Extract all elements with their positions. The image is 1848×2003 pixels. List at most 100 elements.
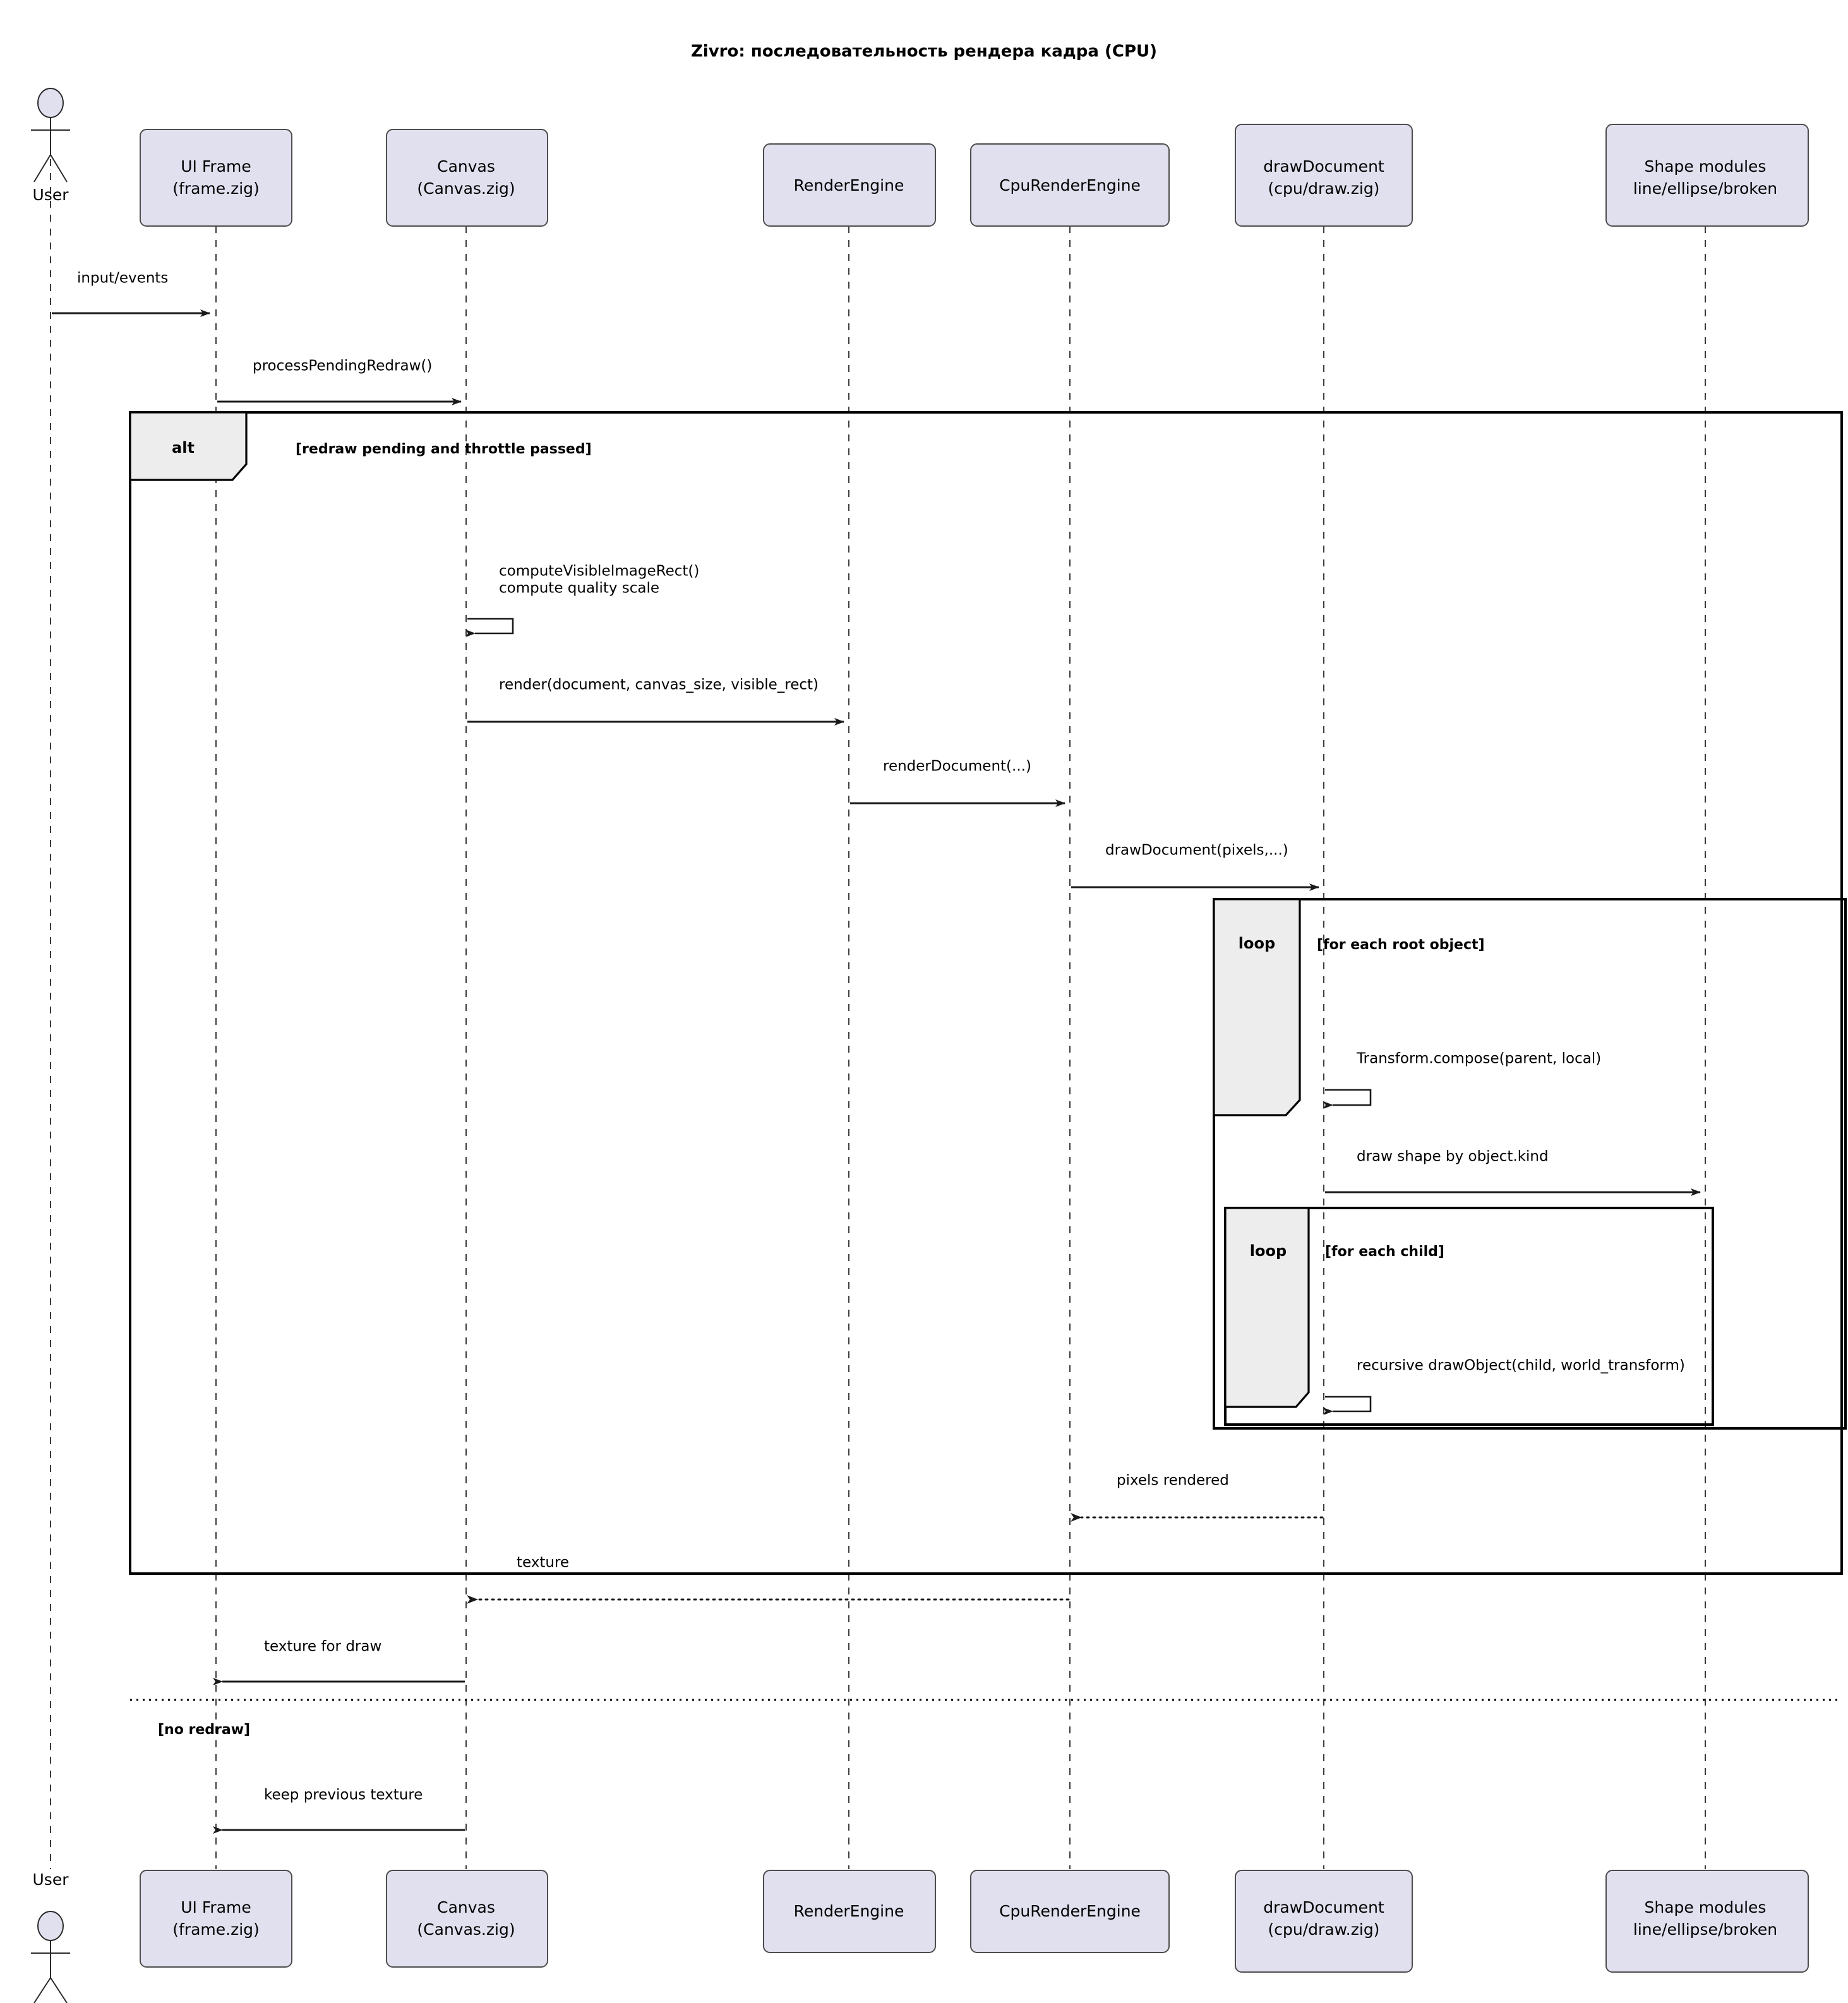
message-texture[interactable]: texture [467,1555,1070,1604]
fragment-loop-root-guard: [for each root object] [1317,937,1485,953]
participant-box-canvas-bottom[interactable] [386,1870,548,1968]
participant-box-frame-bottom[interactable] [140,1870,292,1968]
participant-drawdoc-bottom-line1: drawDocument [1263,1898,1384,1916]
fragment-loop-root[interactable]: loop [for each root object] [1213,898,1847,1430]
participant-shapes-top[interactable]: Shape modules line/ellipse/broken [1605,124,1809,227]
message-label-compute-quality-scale: compute quality scale [499,580,659,597]
participant-canvas-bottom-line2: (Canvas.zig) [417,1920,515,1939]
participant-cpu-top[interactable]: CpuRenderEngine [970,143,1170,227]
participant-render-top[interactable]: RenderEngine [763,143,936,227]
fragment-alt-outline [129,411,1843,1575]
participant-shapes-line1: Shape modules [1645,157,1767,176]
participant-canvas-top[interactable]: Canvas (Canvas.zig) [386,129,548,227]
participant-frame-line2: (frame.zig) [172,179,260,198]
participant-render-line1: RenderEngine [794,176,904,194]
participant-shapes-bottom-line1: Shape modules [1645,1898,1767,1916]
participant-render-bottom[interactable]: RenderEngine [763,1870,936,1953]
message-label-texture-for-draw: texture for draw [264,1639,381,1655]
participant-box-frame[interactable] [140,129,292,227]
participant-box-canvas[interactable] [386,129,548,227]
participant-box-shapes-bottom[interactable] [1605,1870,1809,1973]
message-label-keep-previous-texture: keep previous texture [264,1787,423,1803]
participant-cpu-line1: CpuRenderEngine [999,176,1141,194]
message-recursive-draw-object[interactable]: recursive drawObject(child, world_transf… [1323,1358,1685,1415]
message-label-compute-visible-image-rect: computeVisibleImageRect() [499,563,699,580]
fragment-alt[interactable]: alt [redraw pending and throttle passed]… [129,411,1843,1738]
participant-box-render[interactable] [763,143,936,227]
actor-label-top: User [33,186,69,204]
message-label-render: render(document, canvas_size, visible_re… [499,677,819,693]
message-label-pixels-rendered: pixels rendered [1117,1473,1229,1489]
participant-frame-bottom-line2: (frame.zig) [172,1920,260,1939]
fragment-loop-root-outline [1213,898,1847,1430]
message-arrow-recursive-draw-object [1323,1396,1372,1415]
participant-shapes-line2: line/ellipse/broken [1633,179,1777,198]
fragment-loop-child-tab [1224,1207,1310,1408]
diagram-title: Zivro: последовательность рендера кадра … [691,42,1157,61]
actor-body-icon [31,117,70,182]
participant-box-shapes[interactable] [1605,124,1809,227]
participant-box-drawdoc[interactable] [1235,124,1413,227]
fragment-loop-root-tab [1213,898,1301,1116]
message-render[interactable]: render(document, canvas_size, visible_re… [467,677,844,726]
fragment-loop-root-kind: loop [1239,935,1275,952]
participant-canvas-line1: Canvas [437,157,495,176]
message-transform-compose[interactable]: Transform.compose(parent, local) [1323,1051,1601,1109]
participant-frame-top[interactable]: UI Frame (frame.zig) [140,129,292,227]
message-texture-for-draw[interactable]: texture for draw [213,1639,465,1685]
message-label-transform-compose: Transform.compose(parent, local) [1356,1051,1601,1067]
fragment-alt-kind: alt [172,439,195,457]
message-label-texture: texture [517,1555,569,1571]
participant-cpu-bottom-line1: CpuRenderEngine [999,1902,1141,1920]
participant-shapes-bottom[interactable]: Shape modules line/ellipse/broken [1605,1870,1809,1973]
fragment-alt-else-guard: [no redraw] [158,1722,250,1738]
actor-label-bottom: User [33,1870,69,1889]
participant-frame-bottom-line1: UI Frame [181,1898,251,1916]
participant-drawdoc-bottom-line2: (cpu/draw.zig) [1268,1920,1380,1939]
message-arrow-compute-visible-image-rect [465,618,514,637]
message-label-draw-document: drawDocument(pixels,...) [1105,842,1288,859]
participant-drawdoc-line1: drawDocument [1263,157,1384,176]
participant-canvas-line2: (Canvas.zig) [417,179,515,198]
actor-head-icon [37,88,64,118]
fragment-loop-child[interactable]: loop [for each child] [1224,1207,1714,1426]
participant-canvas-bottom[interactable]: Canvas (Canvas.zig) [386,1870,548,1968]
message-draw-document[interactable]: drawDocument(pixels,...) [1071,842,1319,891]
participant-frame-bottom[interactable]: UI Frame (frame.zig) [140,1870,292,1968]
participant-box-cpu[interactable] [970,143,1170,227]
participant-box-drawdoc-bottom[interactable] [1235,1870,1413,1973]
message-render-document[interactable]: renderDocument(...) [850,758,1065,807]
participant-canvas-bottom-line1: Canvas [437,1898,495,1916]
message-input-events[interactable]: input/events [52,270,210,317]
participant-render-bottom-line1: RenderEngine [794,1902,904,1920]
message-pixels-rendered[interactable]: pixels rendered [1071,1473,1324,1522]
participant-drawdoc-line2: (cpu/draw.zig) [1268,179,1380,198]
participant-box-render-bottom[interactable] [763,1870,936,1953]
message-label-input-events: input/events [77,270,168,287]
participant-drawdoc-bottom[interactable]: drawDocument (cpu/draw.zig) [1235,1870,1413,1973]
lifelines-group [50,145,1706,1869]
actor-body-icon-bottom [31,1940,70,2003]
message-label-render-document: renderDocument(...) [883,758,1031,775]
participant-cpu-bottom[interactable]: CpuRenderEngine [970,1870,1170,1953]
fragment-loop-child-kind: loop [1250,1242,1287,1260]
participant-frame-line1: UI Frame [181,157,251,176]
fragment-alt-tab [129,411,248,481]
message-draw-shape[interactable]: draw shape by object.kind [1325,1149,1701,1196]
actor-head-icon-bottom [37,1911,64,1941]
participant-box-cpu-bottom[interactable] [970,1870,1170,1953]
actor-top[interactable]: User [31,88,70,204]
actor-bottom[interactable]: User [31,1870,70,2003]
fragment-alt-guard: [redraw pending and throttle passed] [296,441,592,457]
message-keep-previous-texture[interactable]: keep previous texture [213,1787,465,1834]
participant-shapes-bottom-line2: line/ellipse/broken [1633,1920,1777,1939]
message-label-recursive-draw-object: recursive drawObject(child, world_transf… [1357,1358,1685,1374]
message-arrow-transform-compose [1323,1089,1372,1109]
message-label-process-pending-redraw: processPendingRedraw() [253,358,432,374]
fragment-loop-child-guard: [for each child] [1325,1244,1444,1260]
message-compute-visible-image-rect[interactable]: computeVisibleImageRect() compute qualit… [465,563,699,637]
participant-drawdoc-top[interactable]: drawDocument (cpu/draw.zig) [1235,124,1413,227]
message-process-pending-redraw[interactable]: processPendingRedraw() [217,358,462,405]
